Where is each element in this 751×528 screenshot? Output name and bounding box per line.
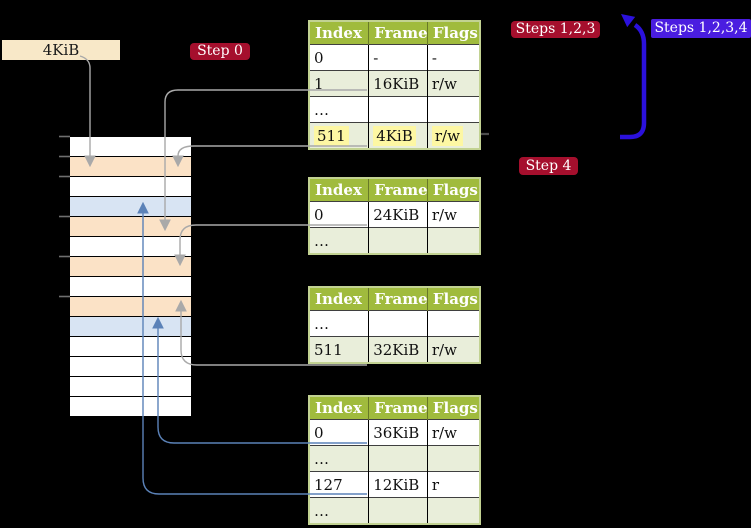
memory-address-ticks: [59, 135, 70, 298]
physical-memory-column: [70, 137, 191, 416]
cell-frame: 32KiB: [373, 340, 420, 359]
table-header-row: Index Frame Flags: [309, 21, 480, 45]
cell-frame: -: [373, 48, 379, 67]
cell-index: …: [314, 449, 329, 468]
cell-index: 127: [314, 475, 343, 494]
col-header-index: Index: [309, 21, 370, 45]
cell-index: 1: [314, 74, 324, 93]
col-header-frame: Frame: [368, 178, 428, 202]
badge-step-0: Step 0: [190, 43, 250, 60]
cell-index: …: [314, 100, 329, 119]
col-header-frame: Frame: [368, 21, 428, 45]
table-row: 0 - -: [309, 44, 480, 71]
cell-flags: r/w: [431, 74, 457, 93]
cell-index: …: [314, 231, 329, 250]
table-row: …: [309, 96, 480, 123]
memory-frame-row: [70, 137, 191, 156]
memory-frame-row: [70, 317, 191, 336]
cell-frame: 24KiB: [373, 205, 420, 224]
memory-frame-row: [70, 177, 191, 196]
table-row: …: [309, 310, 480, 337]
memory-frame-row: [70, 357, 191, 376]
table-row: …: [309, 497, 480, 524]
col-header-flags: Flags: [427, 396, 480, 420]
cell-flags: r: [431, 475, 440, 494]
memory-frame-row: [70, 397, 191, 416]
table-row: 1 16KiB r/w: [309, 70, 480, 97]
badge-steps-1-2-3-4: Steps 1,2,3,4: [651, 19, 751, 38]
col-header-index: Index: [309, 287, 370, 311]
memory-frame-row: [70, 157, 191, 176]
cell-frame: 36KiB: [373, 423, 420, 442]
cell-index: 511: [314, 340, 343, 359]
col-header-flags: Flags: [427, 178, 480, 202]
col-header-index: Index: [309, 178, 370, 202]
cell-frame: 12KiB: [373, 475, 420, 494]
table-row: 0 24KiB r/w: [309, 201, 480, 228]
page-table-1: Index Frame Flags 0 - - 1 16KiB r/w … 51…: [308, 20, 481, 150]
memory-frame-row: [70, 297, 191, 316]
cell-flags: r/w: [431, 125, 463, 146]
col-header-index: Index: [309, 396, 370, 420]
cell-flags: r/w: [431, 205, 457, 224]
col-header-frame: Frame: [368, 287, 428, 311]
badge-step-4: Step 4: [519, 157, 578, 175]
memory-frame-row: [70, 277, 191, 296]
cell-frame: 4KiB: [373, 125, 416, 146]
page-table-3: Index Frame Flags … 511 32KiB r/w: [308, 286, 481, 364]
table-row: 0 36KiB r/w: [309, 419, 480, 446]
badge-steps-1-2-3: Steps 1,2,3: [511, 21, 600, 38]
table-header-row: Index Frame Flags: [309, 396, 480, 420]
table-header-row: Index Frame Flags: [309, 178, 480, 202]
cell-index: 0: [314, 423, 324, 442]
table-row: …: [309, 227, 480, 254]
table-header-row: Index Frame Flags: [309, 287, 480, 311]
memory-frame-row: [70, 197, 191, 216]
cell-index: …: [314, 314, 329, 333]
col-header-frame: Frame: [368, 396, 428, 420]
frame-size-label: 4KiB: [2, 40, 120, 60]
cell-index: 0: [314, 48, 324, 67]
memory-frame-row: [70, 337, 191, 356]
cell-flags: r/w: [431, 340, 457, 359]
cell-index: …: [314, 501, 329, 520]
table-row: …: [309, 445, 480, 472]
page-table-4: Index Frame Flags 0 36KiB r/w … 127 12Ki…: [308, 395, 481, 525]
cell-flags: r/w: [431, 423, 457, 442]
cell-frame: 16KiB: [373, 74, 420, 93]
col-header-flags: Flags: [427, 287, 480, 311]
cell-flags: -: [431, 48, 437, 67]
memory-frame-row: [70, 217, 191, 236]
cell-index: 0: [314, 205, 324, 224]
table-row-highlighted: 511 4KiB r/w: [309, 122, 480, 149]
loop-back-arrow: [620, 14, 647, 140]
table-row: 127 12KiB r: [309, 471, 480, 498]
cell-index: 511: [314, 125, 349, 146]
col-header-flags: Flags: [427, 21, 480, 45]
table-row: 511 32KiB r/w: [309, 336, 480, 363]
page-table-2: Index Frame Flags 0 24KiB r/w …: [308, 177, 481, 255]
memory-frame-row: [70, 257, 191, 276]
memory-frame-row: [70, 377, 191, 396]
memory-frame-row: [70, 237, 191, 256]
